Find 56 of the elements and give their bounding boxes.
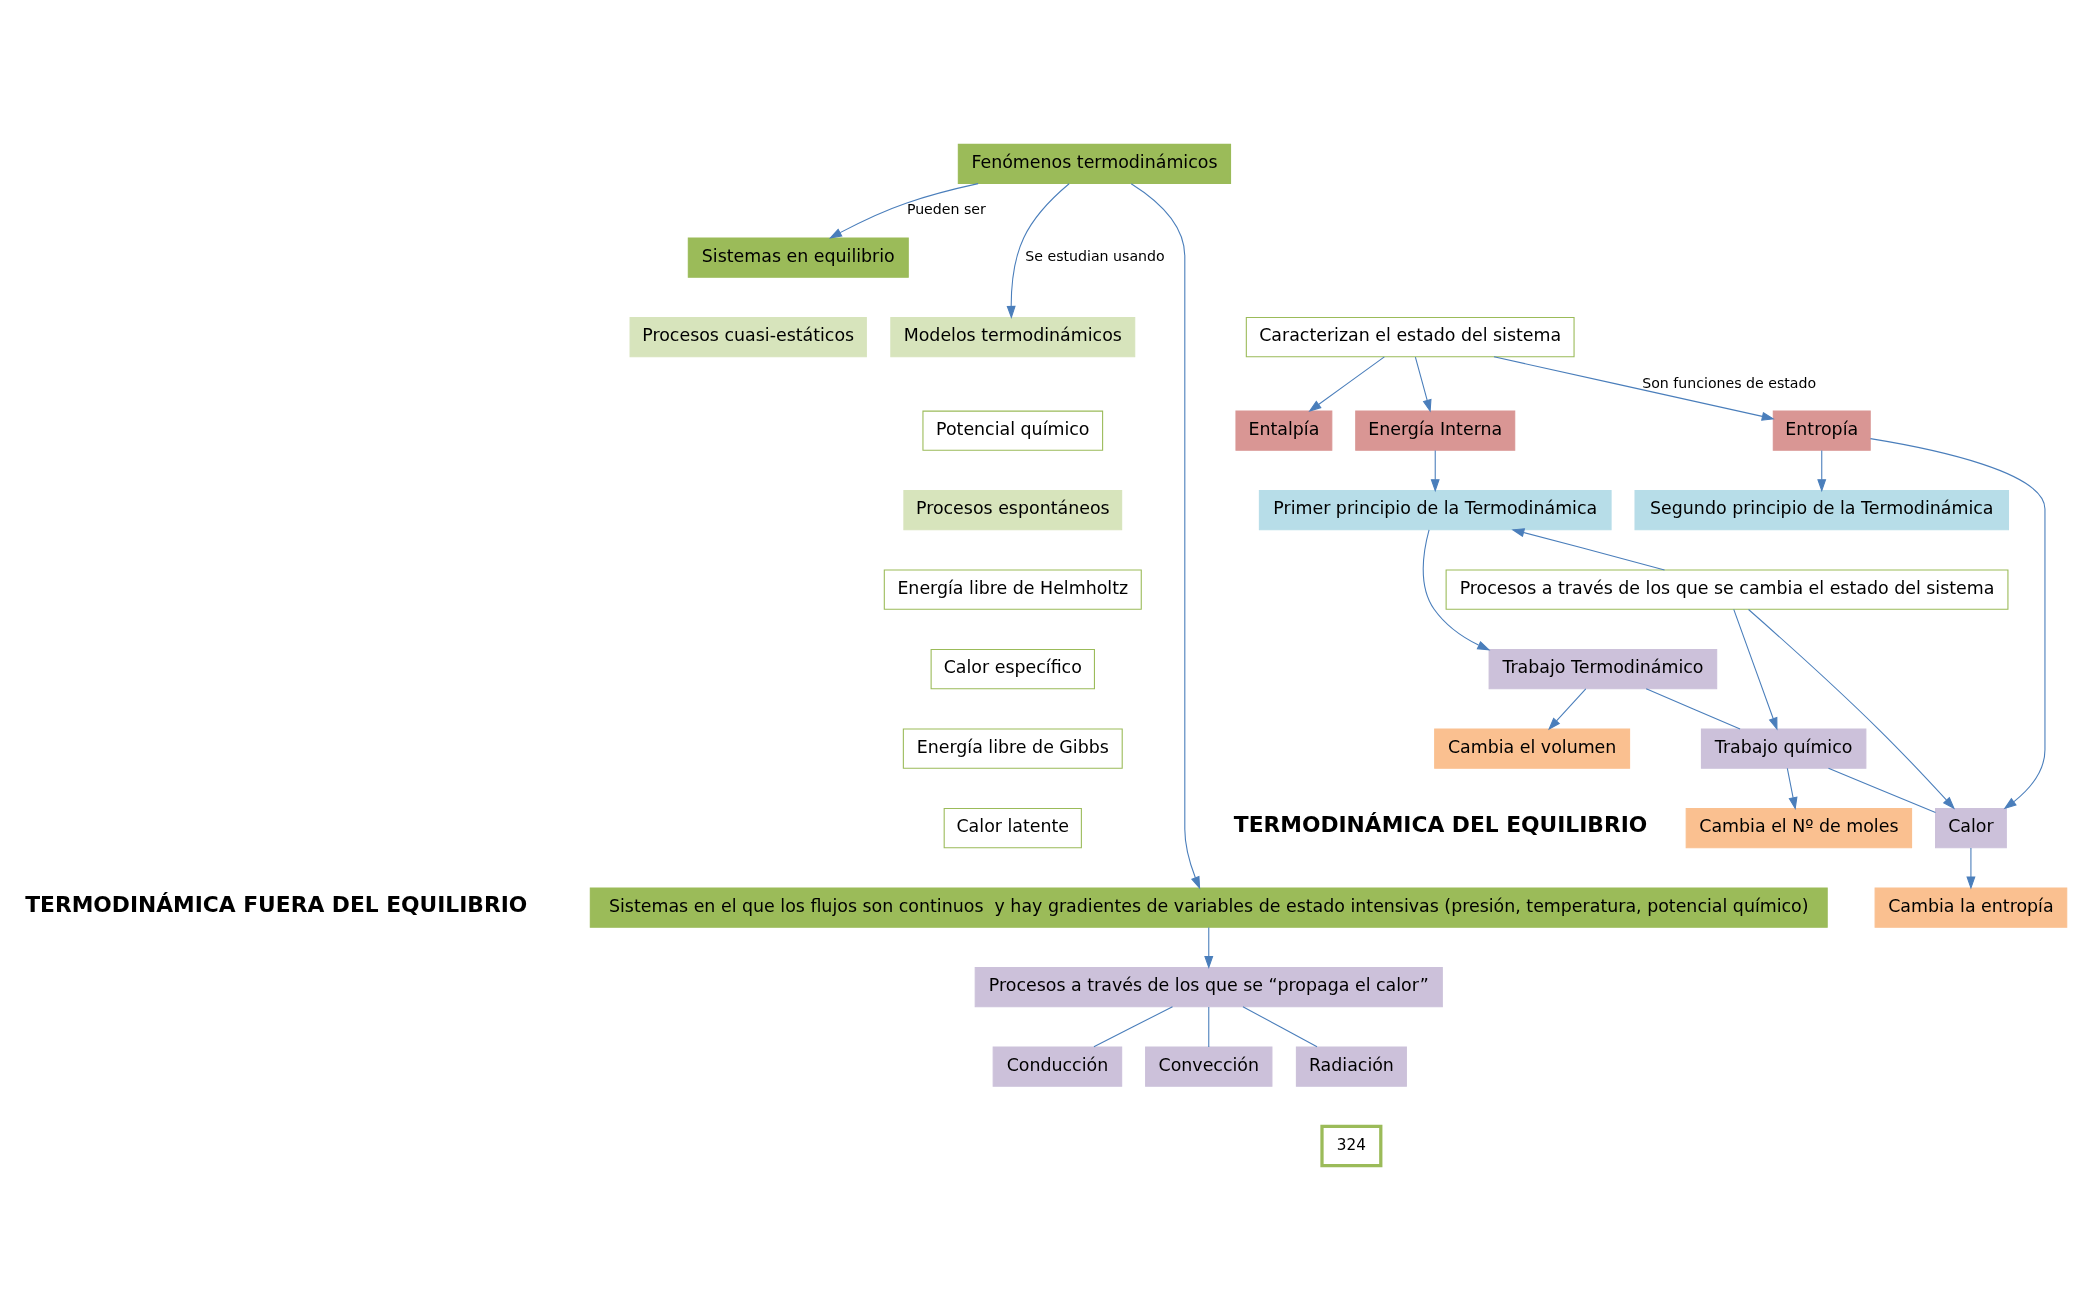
connector [1645,688,1741,730]
node-box: Cambia la entropía [1874,887,2068,928]
node-box: Primer principio de la Termodinámica [1258,490,1612,531]
node-box: Trabajo Termodinámico [1488,649,1718,690]
node-box: Calor [1935,807,2007,849]
node-box: Calor latente [943,807,1082,849]
node-box: Cambia el Nº de moles [1685,807,1913,849]
node-box: Energía libre de Helmholtz [883,569,1142,610]
node-box: Modelos termodinámicos [890,316,1136,358]
edge-label: Se estudian usando [1025,248,1165,265]
arrow [1006,183,1070,319]
arrow [1511,528,1666,571]
node-box: Segundo principio de la Termodinámica [1634,490,2010,531]
arrow [1966,847,1976,890]
edge-label: Son funciones de estado [1642,374,1817,391]
arrow [1786,767,1798,811]
node-box: Procesos a través de los que se cambia el estado del sistema [1445,569,2009,610]
node-box: Conducción [992,1046,1123,1087]
arrow [1130,183,1201,890]
node-box: Energía libre de Gibbs [902,728,1123,769]
connector [1093,1006,1174,1048]
connector [1242,1006,1318,1048]
arrow [1548,688,1587,731]
arrow [1817,449,1827,493]
connector [1208,1006,1210,1048]
node-box: Radiación [1295,1046,1407,1087]
edge-label: Pueden ser [906,201,986,218]
node-box: Caracterizan el estado del sistema [1245,316,1575,358]
arrow [1308,356,1385,412]
arrow [1493,356,1775,421]
node-box: Procesos espontáneos [903,490,1123,531]
node-box: Potencial químico [922,410,1104,451]
node-box: Entalpía [1235,410,1333,451]
node-box: Procesos cuasi-estáticos [629,316,867,358]
node-box: Sistemas en equilibrio [687,237,909,278]
node-box: Energía Interna [1355,410,1516,451]
node-box: Cambia el volumen [1434,728,1631,769]
label: TERMODINÁMICA FUERA DEL EQUILIBRIO [25,891,528,917]
node-box: Calor específico [930,649,1095,690]
node-box: Sistemas en el que los flujos son continuos y hay gradientes de variables de estado intensivas (presión, temperatura, potencial químico) [589,887,1828,928]
arrow [1748,608,1956,810]
arrow [1869,438,2046,810]
node-box: Entropía [1772,410,1871,451]
arrow [1430,449,1440,493]
label: 324 [1336,1136,1366,1155]
node-box: Fenómenos termodinámicos [957,143,1232,185]
node-box: Trabajo químico [1700,728,1867,769]
arrow [1204,926,1214,970]
label: TERMODINÁMICA DEL EQUILIBRIO [1233,812,1648,838]
node-box: Procesos a través de los que se “propaga el calor” [974,966,1443,1008]
arrow [1733,608,1778,731]
node-box: Convección [1145,1046,1273,1087]
arrow [1414,356,1432,413]
arrow [828,183,979,239]
arrow [1422,529,1491,651]
connector [1827,767,1937,813]
